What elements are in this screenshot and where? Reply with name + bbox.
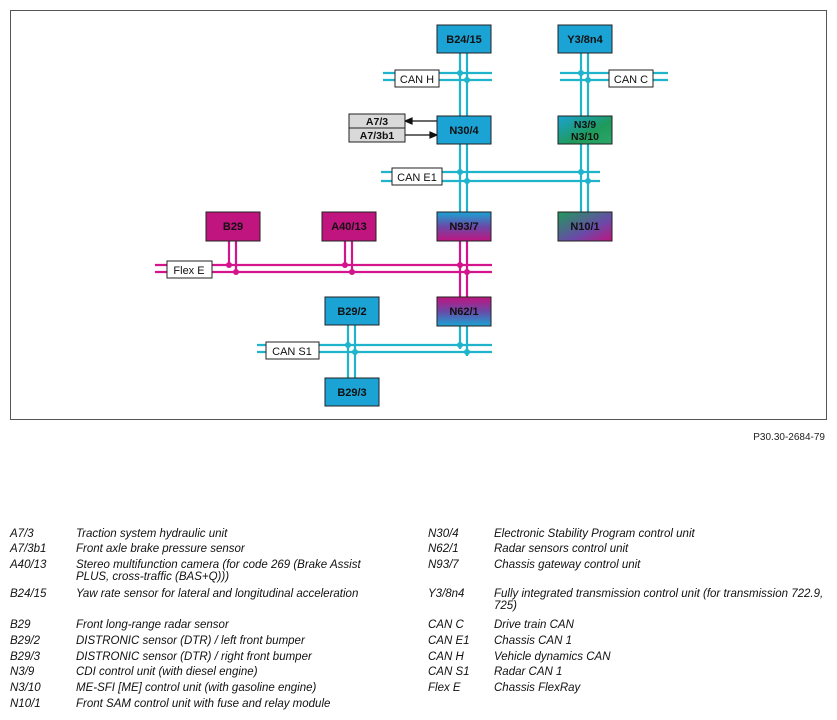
legend-description: Front axle brake pressure sensor <box>76 543 245 555</box>
legend-description: Fully integrated transmission control un… <box>494 588 824 612</box>
legend-code: B29/3 <box>10 651 41 663</box>
legend-code: A7/3b1 <box>10 543 47 555</box>
legend-code: Flex E <box>428 682 461 694</box>
legend-code: B29 <box>10 619 31 631</box>
bus-label-can-c: CAN C <box>608 69 654 88</box>
module-n3-9-label: N3/9 <box>574 119 596 131</box>
module-b29-2[interactable]: B29/2 <box>324 296 380 326</box>
module-n62-1[interactable]: N62/1 <box>436 296 492 327</box>
legend-code: CAN C <box>428 619 464 631</box>
module-a40-13-label: A40/13 <box>331 221 366 233</box>
module-b24-15[interactable]: B24/15 <box>436 24 492 54</box>
module-n10-1-label: N10/1 <box>570 221 599 233</box>
module-b29[interactable]: B29 <box>205 211 261 242</box>
module-n30-4[interactable]: N30/4 <box>436 115 492 145</box>
bus-label-can-h-text: CAN H <box>400 74 434 86</box>
sensor-a7-3[interactable]: A7/3 <box>348 113 406 129</box>
legend-code: CAN E1 <box>428 635 470 647</box>
legend-description: Electronic Stability Program control uni… <box>494 528 695 540</box>
module-n62-1-label: N62/1 <box>449 306 478 318</box>
legend-code: Y3/8n4 <box>428 588 465 600</box>
diagram-frame <box>10 10 827 420</box>
module-b29-2-label: B29/2 <box>337 306 366 318</box>
module-b24-15-label: B24/15 <box>446 34 481 46</box>
bus-label-can-s1: CAN S1 <box>265 341 320 360</box>
legend-code: CAN S1 <box>428 666 470 678</box>
module-n3-10-label: N3/10 <box>571 131 599 143</box>
module-n93-7-label: N93/7 <box>449 221 478 233</box>
module-b29-label: B29 <box>223 221 243 233</box>
bus-label-can-c-text: CAN C <box>614 74 648 86</box>
legend-description: Yaw rate sensor for lateral and longitud… <box>76 588 359 600</box>
legend-description: ME-SFI [ME] control unit (with gasoline … <box>76 682 317 694</box>
legend-description: Stereo multifunction camera (for code 26… <box>76 559 361 583</box>
legend-code: CAN H <box>428 651 464 663</box>
flexray-wires <box>155 241 492 297</box>
legend-description: Chassis CAN 1 <box>494 635 572 647</box>
module-a40-13[interactable]: A40/13 <box>321 211 377 242</box>
bus-label-can-e1: CAN E1 <box>391 167 443 186</box>
legend-description: Radar CAN 1 <box>494 666 563 678</box>
module-n10-1[interactable]: N10/1 <box>557 211 613 242</box>
legend-code: N62/1 <box>428 543 459 555</box>
flexray-junction-dots <box>226 262 470 275</box>
sensor-a7-3-label: A7/3 <box>366 116 388 128</box>
legend-description: Traction system hydraulic unit <box>76 528 228 540</box>
sensor-connections <box>403 117 439 139</box>
module-n93-7[interactable]: N93/7 <box>436 211 492 242</box>
bus-label-flex-e-text: Flex E <box>173 265 204 277</box>
figure-reference-id: P30.30-2684-79 <box>753 432 825 443</box>
module-b29-3[interactable]: B29/3 <box>324 377 380 407</box>
module-n30-4-label: N30/4 <box>449 125 479 137</box>
bus-label-can-h: CAN H <box>394 69 440 88</box>
legend-description: Chassis gateway control unit <box>494 559 641 571</box>
module-y3-8n4[interactable]: Y3/8n4 <box>557 24 613 54</box>
legend-code: N10/1 <box>10 698 41 710</box>
legend-code: B29/2 <box>10 635 41 647</box>
network-topology-diagram: B24/15 Y3/8n4 N30/4 N3/9 N3/10 A7/3 A7/3… <box>155 24 668 407</box>
module-n3-9-n3-10[interactable]: N3/9 N3/10 <box>557 115 613 145</box>
bus-label-flex-e: Flex E <box>166 260 213 279</box>
legend-description: Chassis FlexRay <box>494 682 581 694</box>
sensor-a7-3b1-label: A7/3b1 <box>360 130 395 142</box>
legend-code: N3/9 <box>10 666 35 678</box>
legend-code: N30/4 <box>428 528 459 540</box>
module-b29-3-label: B29/3 <box>337 387 366 399</box>
legend-code: N3/10 <box>10 682 41 694</box>
legend-description: Front SAM control unit with fuse and rel… <box>76 698 331 710</box>
legend-code: N93/7 <box>428 559 459 571</box>
module-y3-8n4-label: Y3/8n4 <box>567 34 603 46</box>
legend-description: DISTRONIC sensor (DTR) / left front bump… <box>76 635 305 647</box>
legend-code: A7/3 <box>10 528 34 540</box>
legend-description: Radar sensors control unit <box>494 543 629 555</box>
legend-code: B24/15 <box>10 588 47 600</box>
legend-description: Front long-range radar sensor <box>76 619 229 631</box>
legend-code: A40/13 <box>10 559 47 571</box>
sensor-a7-3b1[interactable]: A7/3b1 <box>348 127 406 143</box>
can-junction-dots <box>345 70 591 355</box>
legend-description: Drive train CAN <box>494 619 574 631</box>
bus-label-can-s1-text: CAN S1 <box>272 346 312 358</box>
bus-label-can-e1-text: CAN E1 <box>397 172 437 184</box>
legend-description: DISTRONIC sensor (DTR) / right front bum… <box>76 651 312 663</box>
legend-description: CDI control unit (with diesel engine) <box>76 666 258 678</box>
legend-description: Vehicle dynamics CAN <box>494 651 611 663</box>
